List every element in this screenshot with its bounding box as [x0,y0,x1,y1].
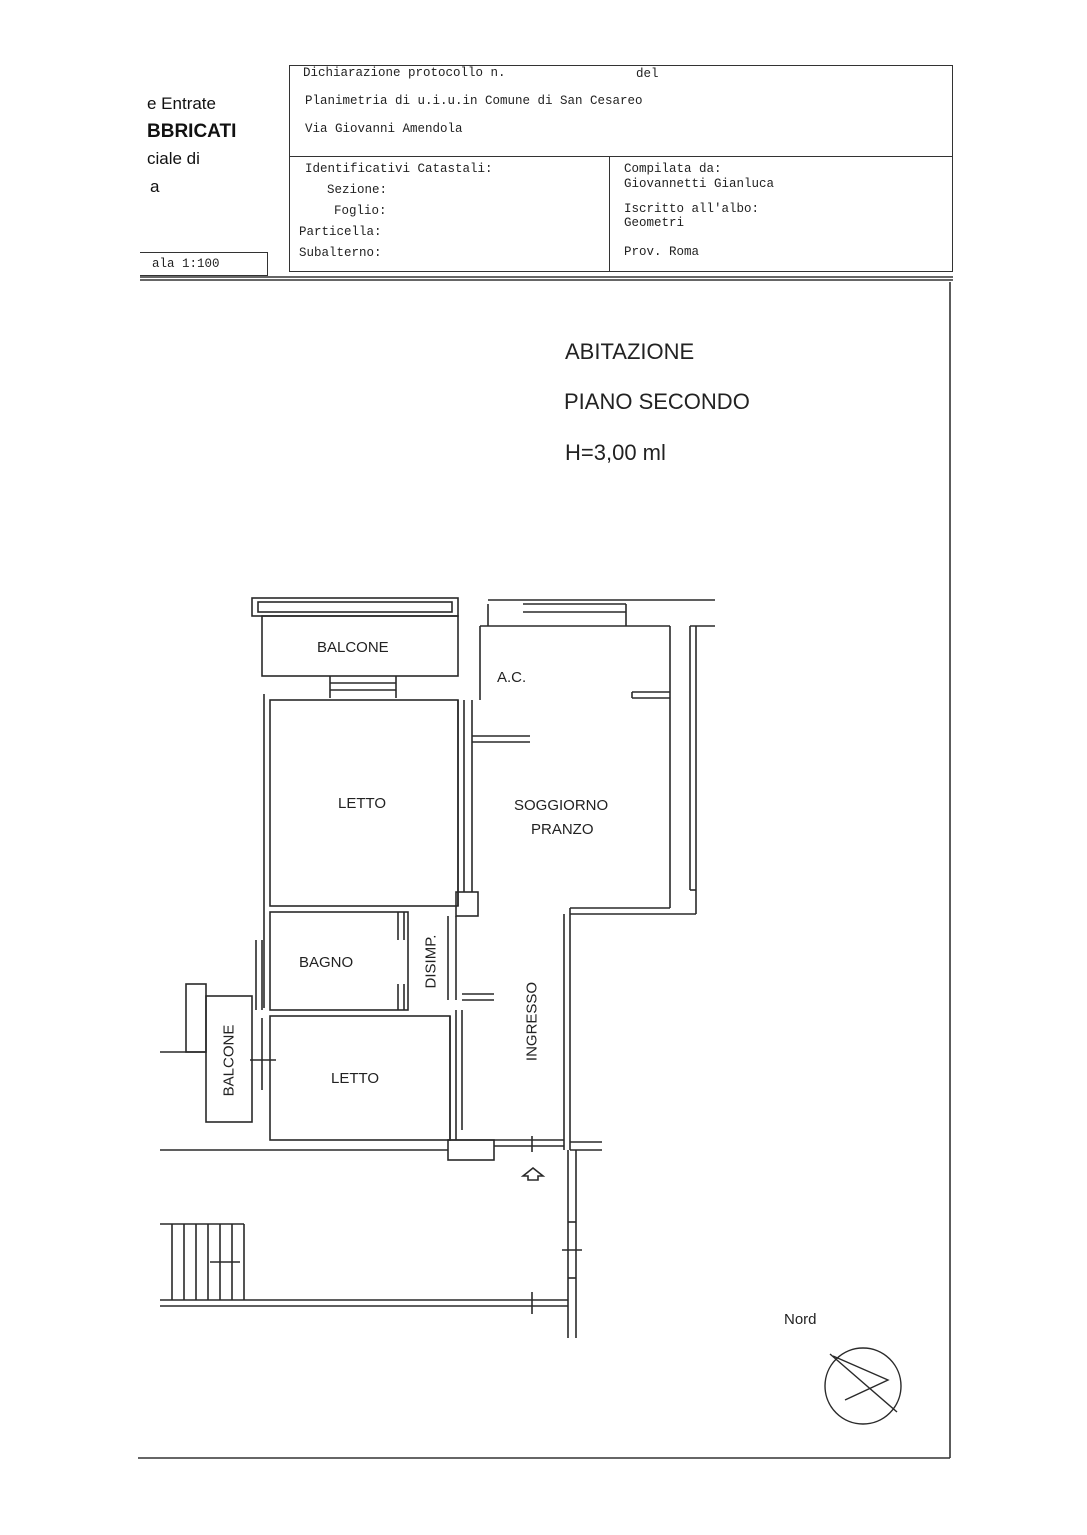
particella-label: Particella: [299,225,382,239]
room-soggiorno: SOGGIORNO [514,797,609,814]
agency-line-2: BBRICATI [147,121,237,142]
room-ingresso: INGRESSO [523,981,541,1062]
del-label: del [636,67,659,81]
north-compass [824,1347,902,1425]
room-disimp: DISIMP. [422,934,440,989]
scale-label: ala 1:100 [152,257,220,271]
room-letto-1: LETTO [338,795,387,812]
sheet-frame [138,276,953,1459]
agency-line-1: e Entrate [147,94,216,113]
protocol-label: Dichiarazione protocollo n. [303,66,506,80]
register-label: Iscritto all'albo: [624,202,760,216]
register-value: Geometri [624,216,685,230]
plan-walls [160,597,715,1338]
plan-height: H=3,00 ml [565,440,666,465]
room-letto-2: LETTO [331,1070,380,1087]
room-bagno: BAGNO [299,954,354,971]
foglio-label: Foglio: [334,204,387,218]
subalterno-label: Subalterno: [299,246,382,260]
planimetry-text: Planimetria di u.i.u.in Comune di San Ce… [305,94,643,108]
plan-floor: PIANO SECONDO [564,389,750,414]
room-ac: A.C. [497,669,527,686]
header-divider [289,156,953,158]
room-pranzo: PRANZO [531,821,594,838]
plan-title: ABITAZIONE [565,339,695,364]
scale-box: ala 1:100 [140,252,268,276]
address-text: Via Giovanni Amendola [305,122,463,136]
cadastral-title: Identificativi Catastali: [305,162,493,176]
compiled-by-name: Giovannetti Gianluca [624,177,775,191]
header-form [289,65,953,272]
agency-line-3: ciale di [147,149,200,168]
room-balcone-top: BALCONE [317,639,389,656]
north-label: Nord [784,1311,817,1328]
sezione-label: Sezione: [327,183,388,197]
agency-line-4: a [150,177,160,196]
compiled-by-label: Compilata da: [624,162,722,176]
province-text: Prov. Roma [624,245,700,259]
header-column-divider [609,156,611,272]
room-balcone-side: BALCONE [220,1024,238,1097]
